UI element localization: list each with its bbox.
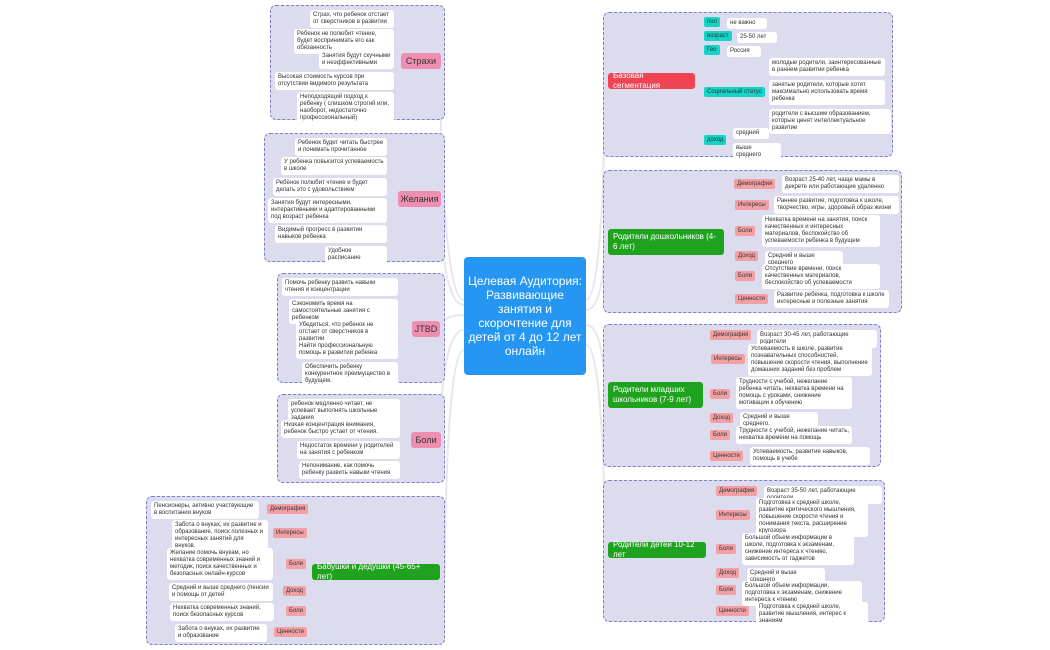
- junior-text: Успеваемость, развитие навыков, помощь в…: [750, 447, 870, 465]
- older-panel: Родители детей 10-12 лет Демография Возр…: [603, 480, 885, 627]
- wishes-label[interactable]: Желания: [398, 191, 441, 207]
- older-text: Подготовка к средней школе, развитие мыш…: [756, 602, 868, 627]
- grand-text: Желание помочь внукам, но нехватка совре…: [167, 548, 273, 580]
- junior-label[interactable]: Родители младших школьников (7-9 лет): [608, 382, 703, 408]
- preschool-text: Раннее развитие, подготовка к школе, тво…: [774, 196, 899, 214]
- fears-label[interactable]: Страхи: [401, 53, 441, 69]
- age-value: 25-50 лет: [737, 32, 777, 43]
- junior-text: Успеваемость в школе, развитие познавате…: [748, 344, 872, 376]
- older-text: Большой объем информации в школе, подгот…: [742, 533, 854, 565]
- grand-text: Забота о внуках, их развитие и образован…: [172, 520, 268, 552]
- grand-tag: Боли: [286, 606, 306, 616]
- wishes-panel: Ребенок будет читать быстрее и понимать …: [264, 133, 445, 264]
- preschool-text: Отсутствие времени, поиск качественных м…: [762, 264, 880, 289]
- wishes-item: Удобное расписание: [325, 246, 387, 264]
- grand-text: Забота о внуках, их развитие и образован…: [175, 624, 267, 642]
- grandparents-panel: Пенсионеры, активно участвующие в воспит…: [146, 496, 445, 645]
- grand-tag: Интересы: [273, 528, 307, 538]
- older-text: Подготовка к средней школе, развитие кри…: [756, 498, 868, 537]
- pains-label[interactable]: Боли: [411, 432, 441, 448]
- grand-text: Нехватка современных знаний, поиск безоп…: [170, 603, 274, 621]
- preschool-panel: Родители дошкольников (4-6 лет) Демограф…: [603, 170, 902, 313]
- base-segmentation-label[interactable]: Базовая сегментация: [608, 71, 695, 90]
- jtbd-item: Обеспечить ребенку конкурентное преимуще…: [302, 362, 398, 387]
- preschool-tag: Ценности: [735, 294, 768, 304]
- jtbd-item: Сэкономить время на самостоятельные заня…: [289, 299, 398, 324]
- grandparents-label[interactable]: Бабушки и дедушки (45-65+ лет): [312, 562, 440, 581]
- junior-tag: Боли: [710, 389, 730, 399]
- junior-text: Трудности с учебой, нежелание ребенка чи…: [736, 377, 852, 409]
- older-label[interactable]: Родители детей 10-12 лет: [608, 540, 706, 559]
- preschool-tag: Интересы: [735, 200, 769, 210]
- older-tag: Доход: [716, 568, 740, 578]
- social-status-value: родители с высшим образованием, которые …: [769, 109, 891, 134]
- junior-tag: Доход: [710, 413, 734, 423]
- fears-item: Ребенок не полюбит чтение, будет восприн…: [294, 29, 394, 54]
- pains-item: Низкая концентрация внимания, ребенок бы…: [281, 420, 400, 438]
- older-tag: Демография: [716, 486, 758, 496]
- preschool-label[interactable]: Родители дошкольников (4-6 лет): [608, 229, 724, 255]
- junior-tag: Демография: [710, 330, 752, 340]
- junior-tag: Ценности: [710, 451, 743, 461]
- gender-value: не важно: [727, 18, 767, 29]
- preschool-tag: Доход: [735, 251, 759, 261]
- grand-tag: Боли: [286, 559, 306, 569]
- pains-item: Недостаток времени у родителей на заняти…: [297, 441, 400, 459]
- central-topic[interactable]: Целевая Аудитория: Развивающие занятия и…: [464, 257, 586, 375]
- preschool-tag: Боли: [735, 226, 755, 236]
- older-tag: Боли: [716, 544, 736, 554]
- wishes-item: Ребенок будет читать быстрее и понимать …: [295, 138, 387, 156]
- age-tag: возраст: [704, 31, 732, 41]
- older-text: Большой объем информации, подготовка к э…: [742, 581, 862, 606]
- junior-text: Средний и выше среднего.: [740, 412, 818, 430]
- jtbd-panel: Помочь ребенку развить навыки чтения и к…: [277, 273, 445, 387]
- preschool-tag: Демография: [734, 179, 776, 189]
- preschool-text: Нехватка времени на занятия, поиск качес…: [762, 215, 880, 247]
- pains-item: ребенок медленно читает, не успевает вып…: [288, 399, 400, 424]
- gender-tag: пол: [704, 17, 720, 27]
- older-tag: Боли: [716, 585, 736, 595]
- income-value: выше среднего: [733, 143, 781, 161]
- social-status-value: молодые родители, заинтересованные в ран…: [769, 58, 885, 76]
- junior-tag: Боли: [710, 430, 730, 440]
- pains-panel: ребенок медленно читает, не успевает вып…: [277, 394, 445, 483]
- grand-text: Средний и выше среднего (пенсии и помощь…: [169, 583, 273, 601]
- wishes-item: У ребенка повысится успеваемость в школе: [281, 157, 387, 175]
- wishes-item: Ребёнок полюбит чтение и будет делать эт…: [273, 178, 387, 196]
- older-tag: Интересы: [716, 510, 750, 520]
- wishes-item: Видимый прогресс в развитии навыков ребе…: [275, 225, 387, 243]
- jtbd-item: Убедиться, что ребенок не отстает от све…: [296, 320, 398, 345]
- income-tag: доход: [704, 135, 727, 145]
- preschool-tag: Боли: [735, 271, 755, 281]
- geo-value: Россия: [727, 46, 761, 57]
- fears-item: Страх, что ребенок отстает от сверстнико…: [310, 10, 394, 28]
- jtbd-label[interactable]: JTBD: [412, 321, 440, 337]
- jtbd-item: Помочь ребенку развить навыки чтения и к…: [282, 278, 398, 296]
- income-value: средний: [733, 128, 769, 139]
- pains-item: Непонимание, как помочь ребенку развить …: [299, 461, 400, 479]
- junior-tag: Интересы: [711, 354, 745, 364]
- fears-item: Высокая стоимость курсов при отсутствии …: [275, 72, 394, 90]
- geo-tag: Гео: [704, 45, 720, 55]
- grand-tag: Доход: [283, 586, 307, 596]
- fears-panel: Страх, что ребенок отстает от сверстнико…: [270, 5, 445, 124]
- jtbd-item: Найти профессиональную помощь в развитии…: [296, 341, 398, 359]
- preschool-text: Развитие ребенка, подготовка к школе инт…: [774, 290, 889, 308]
- fears-item: Неподходящий подход к ребенку ( слишком …: [297, 92, 394, 124]
- junior-text: Трудности с учебой, нежелание читать, не…: [736, 426, 852, 444]
- junior-panel: Родители младших школьников (7-9 лет) Де…: [603, 324, 881, 467]
- fears-item: Занятия будут скучными и неэффективными: [319, 51, 394, 69]
- social-status-value: занятые родители, которые хотят максимал…: [769, 80, 885, 105]
- grand-tag: Демография: [267, 504, 309, 514]
- wishes-item: Занятия будут интересными, интерактивным…: [268, 198, 387, 223]
- grand-text: Пенсионеры, активно участвующие в воспит…: [151, 501, 259, 519]
- central-topic-text: Целевая Аудитория: Развивающие занятия и…: [468, 274, 582, 358]
- junior-text: Возраст 30-45 лет, работающие родители: [757, 330, 877, 348]
- older-tag: Ценности: [716, 606, 749, 616]
- grand-tag: Ценности: [274, 627, 307, 637]
- preschool-text: Возраст 25-40 лет, чаще мамы в декрете и…: [782, 175, 899, 193]
- social-status-tag: Социальный статус: [704, 87, 765, 97]
- base-panel: Базовая сегментация пол не важно возраст…: [603, 12, 893, 161]
